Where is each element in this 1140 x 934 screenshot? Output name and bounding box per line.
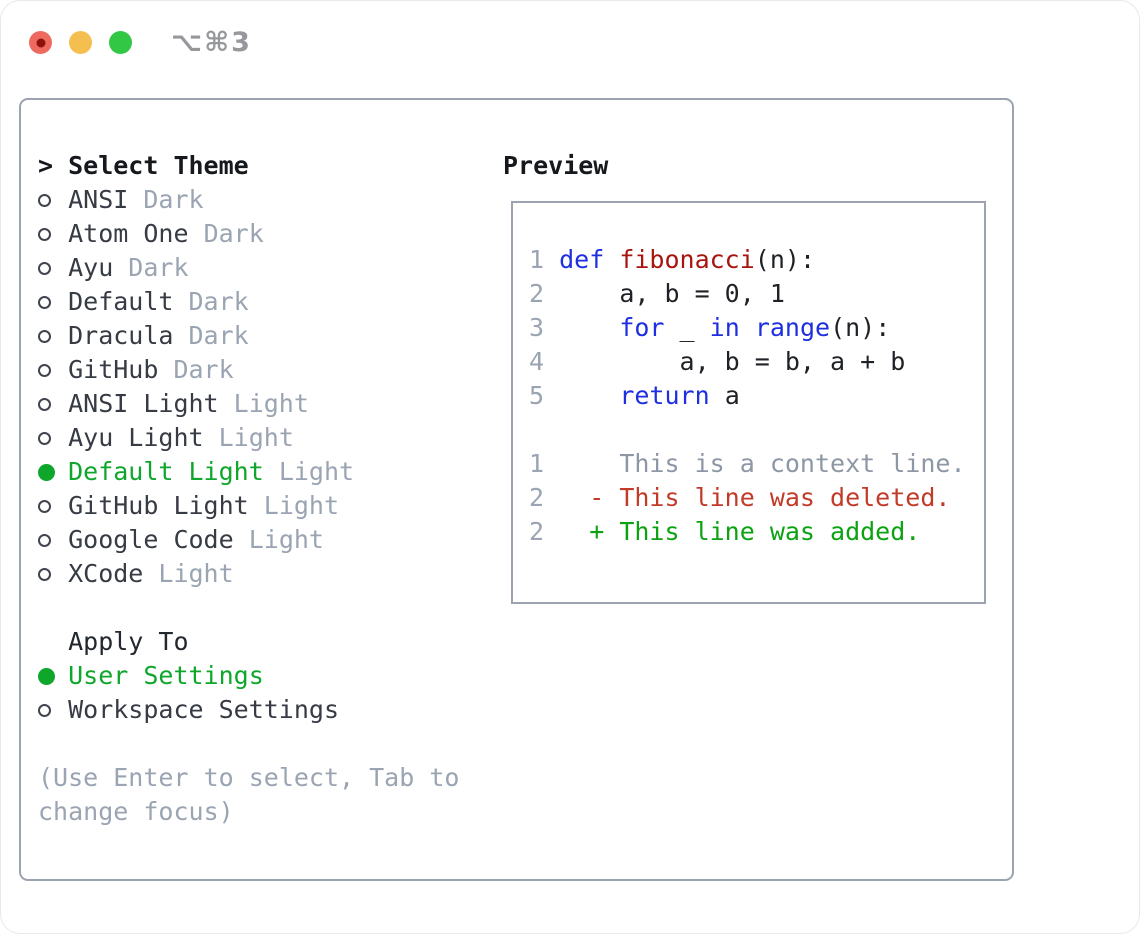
titlebar: ⌥⌘3 (29, 27, 252, 58)
code-line-2: 2 a, b = 0, 1 (529, 279, 785, 308)
modified-dot-icon (36, 38, 45, 47)
radio-circle-icon (38, 261, 68, 275)
theme-variant-badge: Dark (128, 253, 189, 282)
line-number: 3 (529, 313, 560, 342)
line-number: 2 (529, 517, 560, 546)
option-label: Ayu Light (68, 423, 204, 452)
preview-title: Preview (503, 151, 609, 180)
option-label: Ayu (68, 253, 114, 282)
theme-option-ansi[interactable]: ANSI Dark (38, 183, 488, 217)
radio-circle-icon (38, 363, 68, 377)
minimize-button-icon[interactable] (69, 31, 92, 54)
radio-circle-icon (38, 533, 68, 547)
option-label: Atom One (68, 219, 189, 248)
theme-variant-badge: Dark (188, 321, 249, 350)
theme-variant-badge: Light (218, 423, 294, 452)
code-line-4: 4 a, b = b, a + b (529, 347, 906, 376)
theme-option-github-light[interactable]: GitHub Light Light (38, 489, 488, 523)
radio-circle-icon (38, 329, 68, 343)
theme-variant-badge: Light (233, 389, 309, 418)
line-number: 2 (529, 279, 560, 308)
theme-variant-badge: Light (263, 491, 340, 520)
code-line-3: 3 for _ in range(n): (529, 313, 891, 342)
spacer (38, 727, 488, 761)
radio-circle-icon (38, 193, 68, 207)
line-number: 4 (529, 347, 560, 376)
line-number: 2 (529, 483, 560, 512)
code-line-7: 1 This is a context line. (529, 449, 966, 478)
code-line-8: 2 - This line was deleted. (529, 483, 951, 512)
theme-variant-badge: Light (158, 559, 234, 588)
option-label: Workspace Settings (68, 695, 340, 724)
radio-circle-icon (38, 227, 68, 241)
apply-option-user-settings[interactable]: User Settings (38, 659, 488, 693)
window-shortcut-title: ⌥⌘3 (171, 27, 252, 58)
select-theme-header: > Select Theme (38, 149, 488, 183)
cursor-marker: > (38, 149, 68, 183)
theme-variant-badge: Light (248, 525, 324, 554)
line-number: 1 (529, 449, 560, 478)
radio-circle-icon (38, 431, 68, 445)
spacer (38, 591, 488, 625)
apply-to-title: Apply To (68, 627, 189, 656)
theme-variant-badge: Dark (203, 219, 264, 248)
preview-box: 1 def fibonacci(n): 2 a, b = 0, 1 3 for _ … (511, 201, 986, 604)
theme-variant-badge: Dark (188, 287, 249, 316)
option-label: GitHub Light (68, 491, 249, 520)
theme-option-dracula[interactable]: Dracula Dark (38, 319, 488, 353)
cursor-arrow-icon: > (38, 151, 54, 180)
theme-variant-badge: Dark (173, 355, 234, 384)
theme-option-default[interactable]: Default Dark (38, 285, 488, 319)
theme-option-google-code[interactable]: Google Code Light (38, 523, 488, 557)
radio-circle-icon (38, 295, 68, 309)
line-number: 5 (529, 381, 560, 410)
code-line-9: 2 + This line was added. (529, 517, 921, 546)
radio-circle-icon (38, 499, 68, 513)
theme-option-ayu[interactable]: Ayu Dark (38, 251, 488, 285)
code-line-1: 1 def fibonacci(n): (529, 245, 816, 274)
option-label: Dracula (68, 321, 174, 350)
radio-selected-icon (38, 667, 68, 685)
option-label: GitHub (68, 355, 159, 384)
line-number: 1 (529, 245, 560, 274)
option-label: Google Code (68, 525, 234, 554)
code-line-6 (529, 413, 984, 447)
apply-option-workspace-settings[interactable]: Workspace Settings (38, 693, 488, 727)
option-label: XCode (68, 559, 144, 588)
option-label: ANSI Light (68, 389, 219, 418)
maximize-button-icon[interactable] (109, 31, 132, 54)
option-label: Default Light (68, 457, 264, 486)
code-preview: 1 def fibonacci(n): 2 a, b = 0, 1 3 for _ … (513, 203, 984, 549)
theme-option-ansi-light[interactable]: ANSI Light Light (38, 387, 488, 421)
theme-option-default-light[interactable]: Default Light Light (38, 455, 488, 489)
hint-text: (Use Enter to select, Tab to change focu… (38, 763, 460, 826)
apply-to-header: Apply To (38, 625, 488, 659)
theme-option-github[interactable]: GitHub Dark (38, 353, 488, 387)
radio-circle-icon (38, 703, 68, 717)
close-button-icon[interactable] (29, 31, 52, 54)
theme-option-xcode[interactable]: XCode Light (38, 557, 488, 591)
theme-option-atom-one[interactable]: Atom One Dark (38, 217, 488, 251)
theme-option-ayu-light[interactable]: Ayu Light Light (38, 421, 488, 455)
option-label: Default (68, 287, 174, 316)
code-line-5: 5 return a (529, 381, 740, 410)
theme-variant-badge: Dark (143, 185, 204, 214)
radio-circle-icon (38, 397, 68, 411)
select-theme-title: Select Theme (68, 151, 249, 180)
radio-circle-icon (38, 567, 68, 581)
option-label: ANSI (68, 185, 129, 214)
theme-variant-badge: Light (278, 457, 355, 486)
option-label: User Settings (68, 661, 264, 690)
radio-selected-icon (38, 463, 68, 481)
